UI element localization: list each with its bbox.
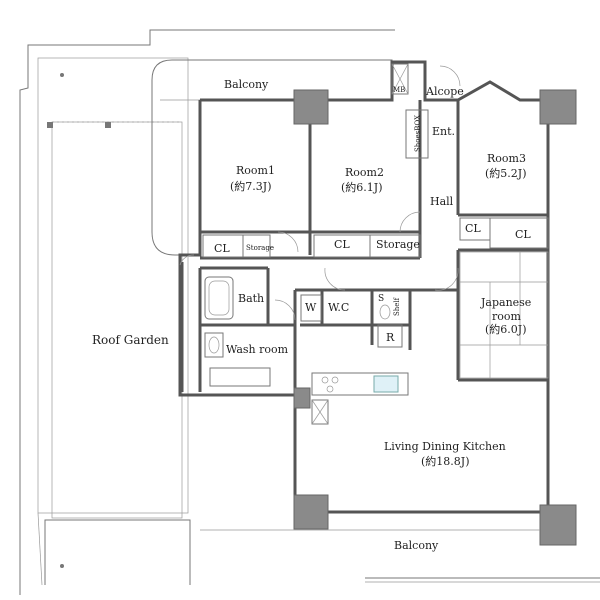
entrance-label: Ent. — [432, 125, 455, 138]
labels: Balcony MB Alcope ShoesBOX Ent. Room1 (約… — [92, 78, 531, 552]
room3-name: Room3 — [487, 152, 526, 165]
bottom-balcony-outline — [189, 522, 600, 583]
room1-name: Room1 — [236, 164, 275, 177]
ldk-size: (約18.8J) — [421, 454, 470, 468]
room2-name: Room2 — [345, 166, 384, 179]
bathtub — [204, 276, 234, 320]
s-label: S — [378, 294, 384, 304]
wc-label: W.C — [328, 301, 349, 314]
w-label: W — [305, 301, 317, 314]
storage-small-label: Storage — [246, 244, 274, 252]
wc-fixtures — [300, 294, 403, 348]
interior-walls — [198, 100, 548, 392]
room1-size: (約7.3J) — [230, 179, 272, 193]
cl-room2-label: CL — [334, 238, 350, 251]
balcony-bottom-label: Balcony — [394, 539, 439, 552]
shelf-label: Shelf — [393, 296, 401, 316]
japanese-room-line2: room — [492, 310, 522, 323]
tatami — [459, 251, 549, 379]
wash-room-label: Wash room — [226, 343, 289, 356]
pillars — [293, 89, 577, 546]
cl-room3a-label: CL — [465, 222, 481, 235]
shoes-box-label: ShoesBOX — [414, 115, 422, 152]
storage-boxes — [202, 63, 549, 258]
room3-size: (約5.2J) — [485, 166, 527, 180]
room2-size: (約6.1J) — [341, 180, 383, 194]
cl-room3b-label: CL — [515, 228, 531, 241]
alcove-label: Alcope — [425, 85, 464, 98]
balcony-top-label: Balcony — [224, 78, 269, 91]
r-label: R — [386, 331, 395, 344]
roof-garden-label: Roof Garden — [92, 333, 169, 347]
bath-label: Bath — [238, 292, 264, 305]
doors — [179, 65, 461, 321]
japanese-room-size: (約6.0J) — [485, 322, 527, 336]
japanese-room-line1: Japanese — [480, 296, 531, 309]
kitchen-counter — [311, 372, 409, 425]
wash-fixtures — [204, 332, 271, 387]
roof-garden-outline — [19, 29, 395, 595]
ldk-name: Living Dining Kitchen — [384, 440, 506, 453]
mb-label: MB — [393, 86, 405, 94]
hall-label: Hall — [430, 195, 454, 208]
cl-room1-label: CL — [214, 242, 230, 255]
storage-room2-label: Storage — [376, 238, 420, 251]
